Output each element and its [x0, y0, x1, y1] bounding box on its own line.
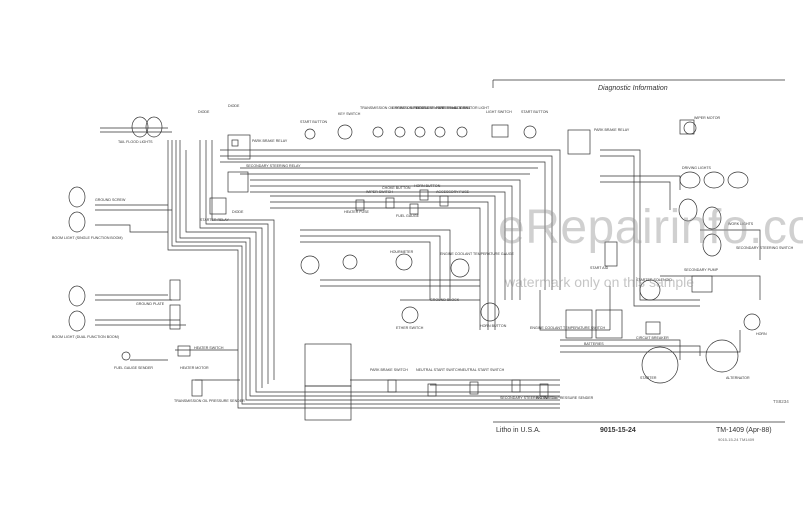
label-secondary-steering-switch: SECONDARY STEERING SWITCH	[736, 246, 794, 250]
label-horn: HORN	[756, 332, 767, 336]
circuit-breaker	[645, 321, 661, 335]
label-work-lights: WORK LIGHTS	[728, 222, 754, 226]
secondary-pump	[691, 275, 713, 293]
label-heater-switch: HEATER SWITCH	[194, 346, 224, 350]
main-harness	[95, 127, 761, 409]
label-neutral-start-switch: NEUTRAL START SWITCH	[416, 368, 461, 372]
wiper-motor	[679, 119, 695, 135]
label-engine-oil-pressure-sender: ENGINE OIL PRESSURE SENDER	[536, 396, 594, 400]
label-fuel-gauge: FUEL GAUGE	[396, 214, 420, 218]
label-diode-2: DIODE	[228, 104, 240, 108]
label-transmission-oil-pressure-sender: TRANSMISSION OIL PRESSURE SENDER	[174, 399, 245, 403]
footer-page-number: 9015-15-24	[600, 427, 636, 434]
label-neutral-start-switch-2: NEUTRAL START SWITCH	[460, 368, 505, 372]
label-engine-coolant-temperature-switch: ENGINE COOLANT TEMPERATURE SWITCH	[530, 326, 606, 330]
label-boom-light-single: BOOM LIGHT (SINGLE FUNCTION BOOM)	[52, 236, 123, 240]
starter-solenoid	[639, 279, 661, 301]
label-driving-lights: DRIVING LIGHTS	[682, 166, 711, 170]
label-horn-button-2: HORN BUTTON	[480, 324, 507, 328]
label-alternator: ALTERNATOR	[726, 376, 750, 380]
label-heater-fuse: HEATER FUSE	[344, 210, 369, 214]
label-light-switch: LIGHT SWITCH	[486, 110, 512, 114]
label-batteries: BATTERIES	[584, 342, 604, 346]
label-wiper-switch: WIPER SWITCH	[366, 190, 393, 194]
label-park-brake-switch: PARK BRAKE SWITCH	[370, 368, 408, 372]
start-aid	[604, 241, 618, 267]
label-ground-block: GROUND BLOCK	[430, 298, 460, 302]
figure-code: TS8234	[773, 399, 789, 404]
page-title: Diagnostic Information	[598, 85, 668, 92]
label-circuit-breaker: CIRCUIT BREAKER	[636, 336, 669, 340]
label-secondary-steering-light: SECONDARY STEERING LIGHT	[414, 106, 468, 110]
fuse-block	[304, 343, 352, 421]
label-diode-1: DIODE	[198, 110, 210, 114]
horn	[743, 313, 761, 331]
label-park-brake-light: PARK BRAKE LIGHT	[436, 106, 471, 110]
label-ether-switch: ETHER SWITCH	[396, 326, 424, 330]
batteries	[565, 309, 623, 339]
mid-switches	[300, 189, 500, 324]
label-engine-coolant-temperature-gauge: ENGINE COOLANT TEMPERATURE GAUGE	[440, 252, 514, 256]
label-choke-button: CHOKE BUTTON	[382, 186, 411, 190]
label-wiper-motor: WIPER MOTOR	[694, 116, 721, 120]
boom-light-dual	[68, 285, 86, 332]
label-accessory-fuse: ACCESSORY FUSE	[436, 190, 470, 194]
label-alternator-light: ALTERNATOR LIGHT	[454, 106, 490, 110]
label-start-aid: START AID	[590, 266, 609, 270]
footer-small-code: 9015-15-24 TM1409	[718, 437, 755, 442]
label-fuel-gauge-sender: FUEL GAUGE SENDER	[114, 366, 154, 370]
label-ground-plate: GROUND PLATE	[136, 302, 165, 306]
label-start-button-2: START BUTTON	[521, 110, 549, 114]
ground-plates	[169, 279, 181, 330]
work-lights	[678, 198, 722, 257]
label-horn-button: HORN BUTTON	[414, 184, 441, 188]
footer-tm-number: TM-1409 (Apr-88)	[716, 427, 772, 434]
label-secondary-steering-switch-2: SECONDARY STEERING SWITCH	[500, 396, 558, 400]
instrument-lights	[304, 121, 697, 140]
label-transmission-oil-pressure-light: TRANSMISSION OIL PRESSURE LIGHT	[360, 106, 427, 110]
footer-litho: Litho in U.S.A.	[496, 427, 541, 434]
boom-light-single	[68, 186, 86, 233]
starter-relay	[209, 197, 227, 215]
label-engine-oil-pressure-light: ENGINE OIL PRESSURE LIGHT	[392, 106, 445, 110]
alternator	[705, 339, 739, 373]
label-diode-3: DIODE	[232, 210, 244, 214]
starter	[641, 346, 679, 384]
label-boom-light-dual: BOOM LIGHT (DUAL FUNCTION BOOM)	[52, 335, 119, 339]
left-senders	[121, 345, 203, 397]
label-start-button: START BUTTON	[300, 120, 328, 124]
watermark-main: eRepairinfo.com	[498, 201, 803, 254]
label-secondary-steering-relay: SECONDARY STEERING RELAY	[246, 164, 301, 168]
label-tail-flood-lights: TAIL FLOOD LIGHTS	[118, 140, 153, 144]
label-secondary-pump: SECONDARY PUMP	[684, 268, 719, 272]
label-hourmeter: HOURMETER	[390, 250, 414, 254]
park-brake-relay-right	[567, 129, 591, 155]
label-starter: STARTER	[640, 376, 657, 380]
secondary-steering-relay	[227, 171, 249, 193]
label-starter-solenoid: STARTER SOLENOID	[636, 278, 673, 282]
tail-flood-lights	[131, 116, 163, 138]
label-key-switch: KEY SWITCH	[338, 112, 361, 116]
label-heater-motor: HEATER MOTOR	[180, 366, 209, 370]
park-brake-relay-left	[227, 134, 251, 160]
label-park-brake-relay-left: PARK BRAKE RELAY	[252, 139, 288, 143]
label-park-brake-relay-right: PARK BRAKE RELAY	[594, 128, 630, 132]
label-starter-relay: STARTER RELAY	[200, 218, 229, 222]
watermark-sub: watermark only on this sample	[505, 274, 695, 290]
label-ground-screw: GROUND SCREW	[95, 198, 126, 202]
driving-lights	[679, 171, 749, 189]
bottom-switches	[387, 379, 549, 397]
